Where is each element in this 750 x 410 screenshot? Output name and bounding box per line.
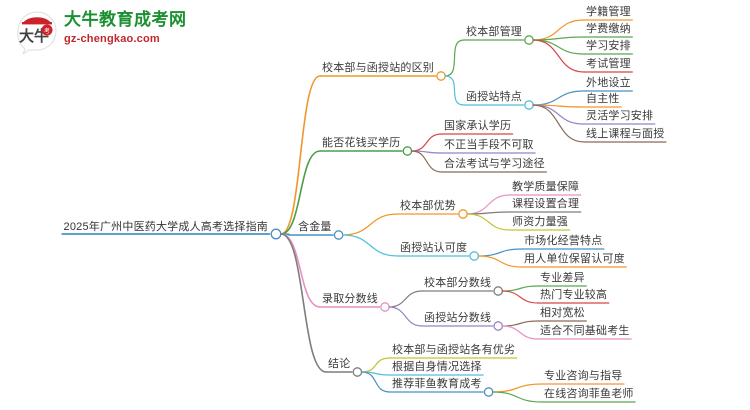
mindmap-node-label[interactable]: 学费缴纳 (586, 23, 631, 35)
mindmap-root-label[interactable]: 2025年广州中医药大学成人高考选择指南 (63, 221, 268, 233)
daniu-logo-icon: 大牛 考 (17, 11, 57, 54)
mindmap-node-label[interactable]: 灵活学习安排 (586, 110, 654, 122)
mindmap-node-label[interactable]: 专业差异 (540, 272, 585, 284)
mindmap-node-label[interactable]: 根据自身情况选择 (392, 361, 482, 373)
mindmap-node-label[interactable]: 录取分数线 (322, 293, 378, 305)
logo-title: 大牛教育成考网 (64, 10, 187, 29)
mindmap-node-label[interactable]: 推荐菲鱼教育成考 (392, 378, 482, 390)
node-connector-dot[interactable] (524, 100, 534, 110)
node-connector-dot[interactable] (352, 367, 363, 377)
logo-text: 大牛教育成考网 gz-chengkao.com (64, 10, 187, 46)
mindmap-node-label[interactable]: 校本部与函授站各有优劣 (392, 344, 516, 356)
branch-line (492, 391, 543, 403)
branch-line (410, 150, 443, 173)
branch-line (360, 357, 391, 373)
logo-subtitle: gz-chengkao.com (64, 33, 160, 45)
mindmap-node-label[interactable]: 用人单位保留认可度 (524, 253, 625, 265)
branch-line (280, 233, 321, 308)
node-connector-dot[interactable] (483, 387, 494, 397)
mindmap-node-label[interactable]: 自主性 (586, 93, 620, 105)
branch-line (532, 36, 585, 41)
branch-line (388, 290, 423, 308)
mindmap-node-label[interactable]: 考试管理 (586, 58, 631, 70)
mindmap-node-label[interactable]: 专业咨询与指导 (544, 370, 623, 382)
mindmap-node-label[interactable]: 校本部管理 (466, 26, 522, 38)
branch-line (532, 104, 585, 125)
node-connector-dot[interactable] (402, 146, 413, 156)
mindmap-node-label[interactable]: 函授站分数线 (424, 312, 492, 324)
node-connector-dot[interactable] (469, 251, 480, 261)
branch-line (342, 234, 399, 257)
node-connector-dot[interactable] (436, 71, 446, 81)
branch-line (492, 383, 543, 393)
branch-line (477, 248, 523, 257)
mindmap-node-label[interactable]: 校本部优势 (400, 200, 456, 212)
branch-line (466, 194, 511, 215)
branch-line (444, 75, 465, 106)
branch-line (280, 233, 327, 373)
branch-line (501, 325, 539, 340)
branch-line (342, 213, 399, 236)
branch-line (532, 104, 585, 143)
node-connector-dot[interactable] (493, 321, 504, 331)
branch-line (410, 133, 443, 152)
branch-line (501, 285, 539, 292)
mindmap-node-label[interactable]: 校本部分数线 (424, 277, 492, 289)
svg-text:考: 考 (44, 27, 50, 35)
branch-line (477, 255, 523, 268)
node-connector-dot[interactable] (493, 286, 504, 296)
mindmap-node-label[interactable]: 相对宽松 (540, 307, 585, 319)
mindmap-node-label[interactable]: 校本部与函授站的区别 (322, 62, 434, 74)
branch-line (360, 371, 391, 393)
mindmap-node-label[interactable]: 线上课程与面授 (586, 128, 665, 140)
mindmap-node-label[interactable]: 国家承认学历 (444, 120, 512, 132)
branch-line (501, 290, 539, 304)
branch-line (388, 306, 423, 327)
node-connector-dot[interactable] (458, 209, 468, 219)
mindmap-node-label[interactable]: 适合不同基础考生 (540, 325, 630, 337)
mindmap-node-label[interactable]: 结论 (328, 358, 351, 370)
mindmap-node-label[interactable]: 函授站特点 (466, 91, 522, 103)
node-connector-dot[interactable] (380, 302, 390, 312)
mindmap-node-label[interactable]: 能否花钱买学历 (322, 137, 401, 149)
branch-line (501, 320, 539, 327)
mindmap-node-label[interactable]: 课程设置合理 (512, 198, 580, 210)
branch-line (532, 90, 585, 106)
node-connector-dot[interactable] (270, 228, 282, 240)
branch-line (280, 75, 321, 235)
branch-line (532, 39, 585, 73)
mindmap-node-label[interactable]: 含金量 (298, 221, 332, 233)
mindmap-node-label[interactable]: 函授站认可度 (400, 242, 468, 254)
mindmap-node-label[interactable]: 学习安排 (586, 40, 631, 52)
mindmap-node-label[interactable]: 合法考试与学习途径 (444, 158, 545, 170)
node-connector-dot[interactable] (333, 230, 344, 240)
branch-line (466, 213, 511, 231)
mindmap-node-label[interactable]: 热门专业较高 (540, 289, 608, 301)
branch-line (444, 39, 465, 77)
branch-line (532, 39, 585, 55)
branch-line (280, 150, 321, 235)
mindmap-node-label[interactable]: 不正当手段不可取 (444, 139, 534, 151)
mindmap-node-label[interactable]: 外地设立 (586, 77, 631, 89)
site-logo[interactable]: 大牛 考 大牛教育成考网 gz-chengkao.com (14, 8, 204, 58)
mindmap-node-label[interactable]: 市场化经营特点 (524, 235, 603, 247)
node-connector-dot[interactable] (524, 35, 534, 45)
mindmap-node-label[interactable]: 学籍管理 (586, 6, 631, 18)
mindmap-node-label[interactable]: 教学质量保障 (512, 181, 580, 193)
mindmap-node-label[interactable]: 在线咨询菲鱼老师 (544, 388, 634, 400)
svg-text:大牛: 大牛 (19, 27, 49, 45)
mindmap-node-label[interactable]: 师资力量强 (512, 216, 568, 228)
